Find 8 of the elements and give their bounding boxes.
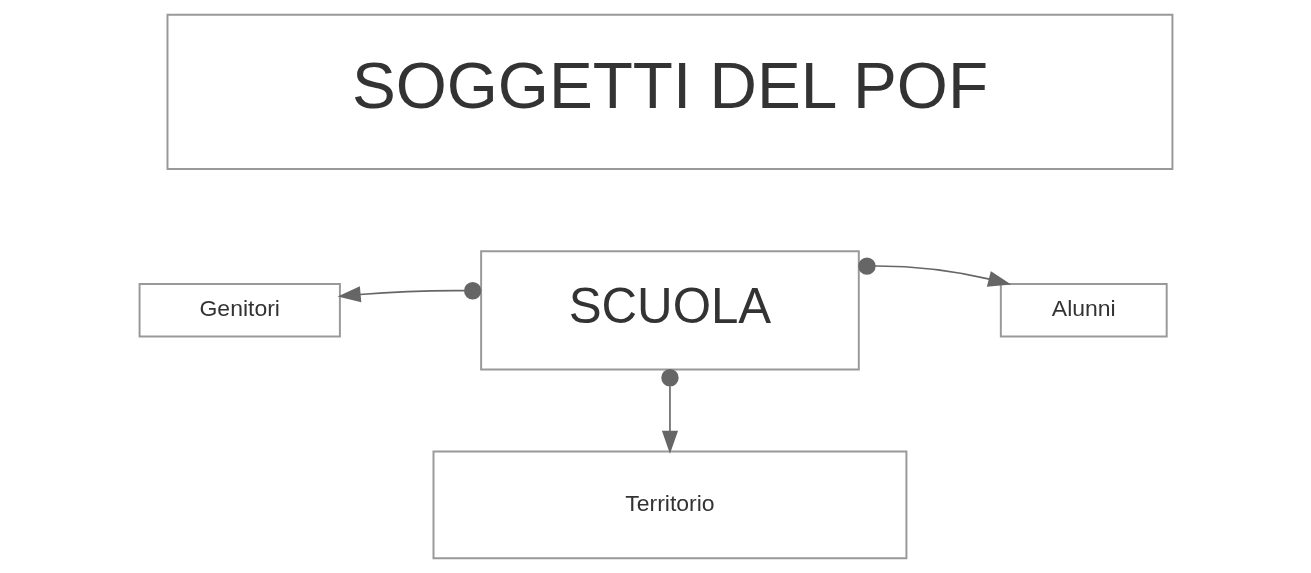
node-box: Territorio <box>432 450 907 560</box>
node-box: Genitori <box>138 283 341 338</box>
arrow <box>660 369 679 454</box>
node-box: SCUOLA <box>479 250 860 371</box>
arrow <box>857 257 1011 287</box>
node-box: SOGGETTI DEL POF <box>166 13 1173 171</box>
arrow <box>337 282 481 303</box>
node-box: Alunni <box>999 283 1168 338</box>
